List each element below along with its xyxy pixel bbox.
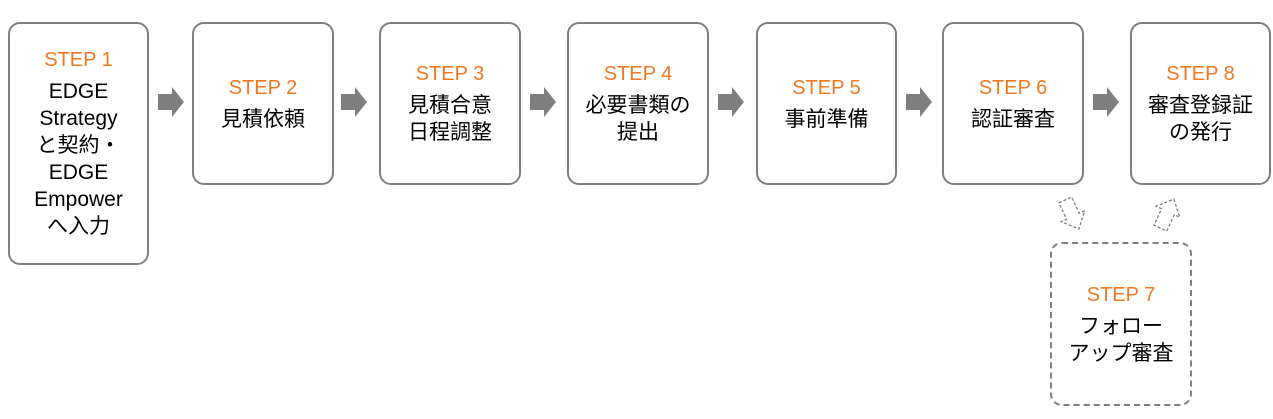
step-text: 事前準備 [784, 107, 869, 131]
step-2-box: STEP 2 見積依頼 [192, 22, 334, 185]
step-label: STEP 6 [978, 76, 1048, 99]
step-4-box: STEP 4 必要書類の 提出 [567, 22, 709, 185]
step-label: STEP 8 [1166, 63, 1235, 85]
step-text: 認証審査 [971, 107, 1055, 131]
step-1-box: STEP 1 EDGE Strategy と契約・ EDGE Empower へ… [8, 22, 149, 265]
arrow-right-icon [158, 87, 184, 117]
step-label: STEP 1 [44, 49, 113, 71]
step-text: 必要書類の 提出 [585, 94, 691, 144]
step-label: STEP 2 [228, 76, 298, 99]
step-label: STEP 4 [603, 63, 673, 85]
step-label: STEP 5 [792, 76, 861, 99]
arrow-right-icon [341, 87, 367, 117]
step-8-box: STEP 8 審査登録証 の発行 [1130, 22, 1271, 185]
step-7-box: STEP 7 フォロー アップ審査 [1050, 242, 1192, 406]
step-text: EDGE Strategy と契約・ EDGE Empower へ入力 [34, 80, 123, 238]
step-text: 審査登録証 の発行 [1148, 94, 1253, 144]
step-text: フォロー アップ審査 [1068, 314, 1174, 365]
step-label: STEP 3 [415, 63, 485, 85]
step-6-box: STEP 6 認証審査 [942, 22, 1084, 185]
dashed-arrow-up-icon [1153, 198, 1181, 232]
step-5-box: STEP 5 事前準備 [756, 22, 897, 185]
dashed-arrow-down-icon [1058, 196, 1086, 230]
step-text: 見積合意 日程調整 [408, 94, 492, 144]
step-label: STEP 7 [1086, 283, 1156, 306]
arrow-right-icon [718, 87, 744, 117]
arrow-right-icon [1093, 87, 1119, 117]
arrow-right-icon [530, 87, 556, 117]
arrow-right-icon [906, 87, 932, 117]
step-text: 見積依頼 [221, 107, 305, 131]
step-3-box: STEP 3 見積合意 日程調整 [379, 22, 521, 185]
